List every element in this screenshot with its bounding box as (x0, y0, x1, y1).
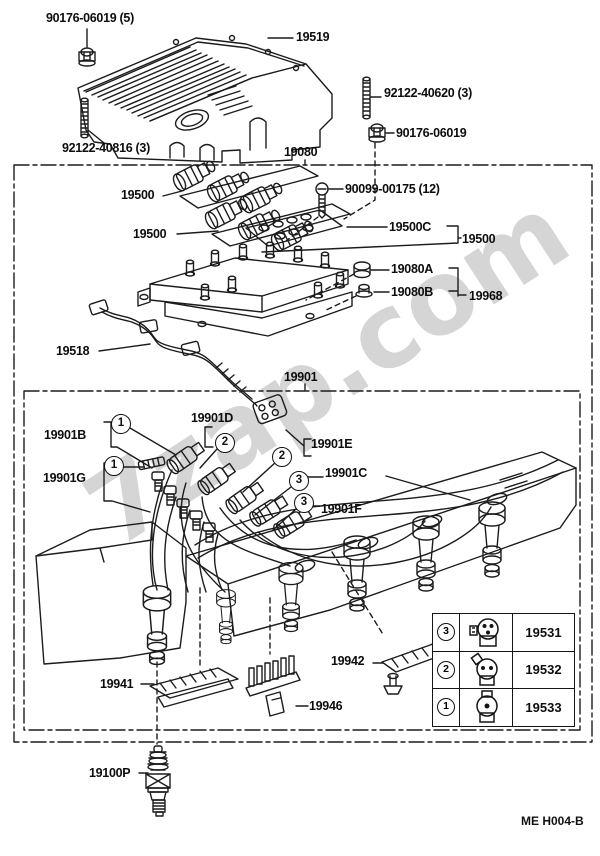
part-label-19080[interactable]: 19080 (284, 145, 318, 159)
part-label-19941[interactable]: 19941 (100, 677, 134, 691)
table-part-number[interactable]: 19533 (525, 699, 562, 715)
grommet-a-drawing (353, 261, 371, 279)
part-label-19901b[interactable]: 19901B (44, 428, 86, 442)
callout-2-table: 2 (437, 660, 455, 679)
part-label-19518[interactable]: 19518 (56, 344, 90, 358)
connector-1pin-icon (476, 690, 498, 723)
part-label-stud-left[interactable]: 92122-40816 (3) (62, 141, 150, 155)
part-label-19500-a[interactable]: 19500 (121, 188, 155, 202)
part-label-19901c[interactable]: 19901C (325, 466, 367, 480)
bracket-assembly-drawing (137, 241, 353, 337)
nut-top-drawing (78, 47, 96, 67)
screw-drawing (315, 182, 329, 219)
part-label-stud-right[interactable]: 92122-40620 (3) (384, 86, 472, 100)
callout-1-a: 1 (111, 414, 131, 434)
part-label-19100p[interactable]: 19100P (89, 766, 131, 780)
part-label-19901[interactable]: 19901 (284, 370, 318, 384)
lower-assembly-box (23, 390, 581, 731)
callout-2-b: 2 (272, 447, 292, 467)
callout-2-a: 2 (215, 433, 235, 453)
clamp-19946-drawing (245, 655, 301, 717)
callout-3-a: 3 (289, 471, 309, 491)
nut-right-drawing (368, 123, 386, 143)
part-label-19500-set[interactable]: 19500 (462, 232, 496, 246)
part-label-19901f[interactable]: 19901F (321, 502, 362, 516)
callout-3-table: 3 (437, 623, 455, 641)
grommet-b-drawing (355, 283, 373, 298)
part-label-19901g[interactable]: 19901G (43, 471, 86, 485)
part-label-19519[interactable]: 19519 (296, 30, 330, 44)
part-label-19901d[interactable]: 19901D (191, 411, 233, 425)
table-row[interactable]: 2 19532 (433, 651, 574, 689)
table-part-number[interactable]: 19531 (525, 624, 562, 640)
connector-3pin-icon (469, 618, 499, 647)
part-label-19500-b[interactable]: 19500 (133, 227, 167, 241)
part-label-19968[interactable]: 19968 (469, 289, 503, 303)
part-label-19946[interactable]: 19946 (309, 699, 343, 713)
connector-2pin-icon (470, 651, 498, 686)
part-label-screw[interactable]: 90099-00175 (12) (345, 182, 440, 196)
drawing-code: ME H004-B (521, 814, 584, 828)
spark-plug-wires-drawing (149, 459, 564, 593)
table-part-number[interactable]: 19532 (525, 662, 562, 678)
part-label-19080a[interactable]: 19080A (391, 262, 433, 276)
stud-left-drawing (80, 97, 89, 139)
engine-cover-drawing (77, 34, 333, 164)
part-label-19080b[interactable]: 19080B (391, 285, 433, 299)
coil-cluster-drawing (137, 394, 314, 543)
upper-assembly-box (13, 164, 593, 743)
gasket-drawing (245, 209, 343, 247)
part-label-nut-top[interactable]: 90176-06019 (5) (46, 11, 134, 25)
callout-3-b: 3 (294, 493, 314, 513)
harness-drawing (88, 299, 255, 404)
callout-1-b: 1 (104, 456, 124, 476)
spark-plug-drawing (145, 745, 171, 817)
part-label-19500c[interactable]: 19500C (389, 220, 431, 234)
callout-1-table: 1 (437, 698, 455, 716)
part-label-nut-right[interactable]: 90176-06019 (396, 126, 467, 140)
dashed-reference-lines (156, 142, 385, 745)
connector-table: 3 19531 2 (432, 613, 575, 727)
coil-bank-drawing (170, 156, 351, 254)
table-row[interactable]: 1 19533 (433, 689, 574, 726)
part-label-19901e[interactable]: 19901E (311, 437, 353, 451)
leader-lines (86, 28, 471, 774)
stud-right-drawing (362, 76, 371, 120)
part-label-19942[interactable]: 19942 (331, 654, 365, 668)
clamp-19941-drawing (149, 667, 239, 708)
table-row[interactable]: 3 19531 (433, 614, 574, 652)
